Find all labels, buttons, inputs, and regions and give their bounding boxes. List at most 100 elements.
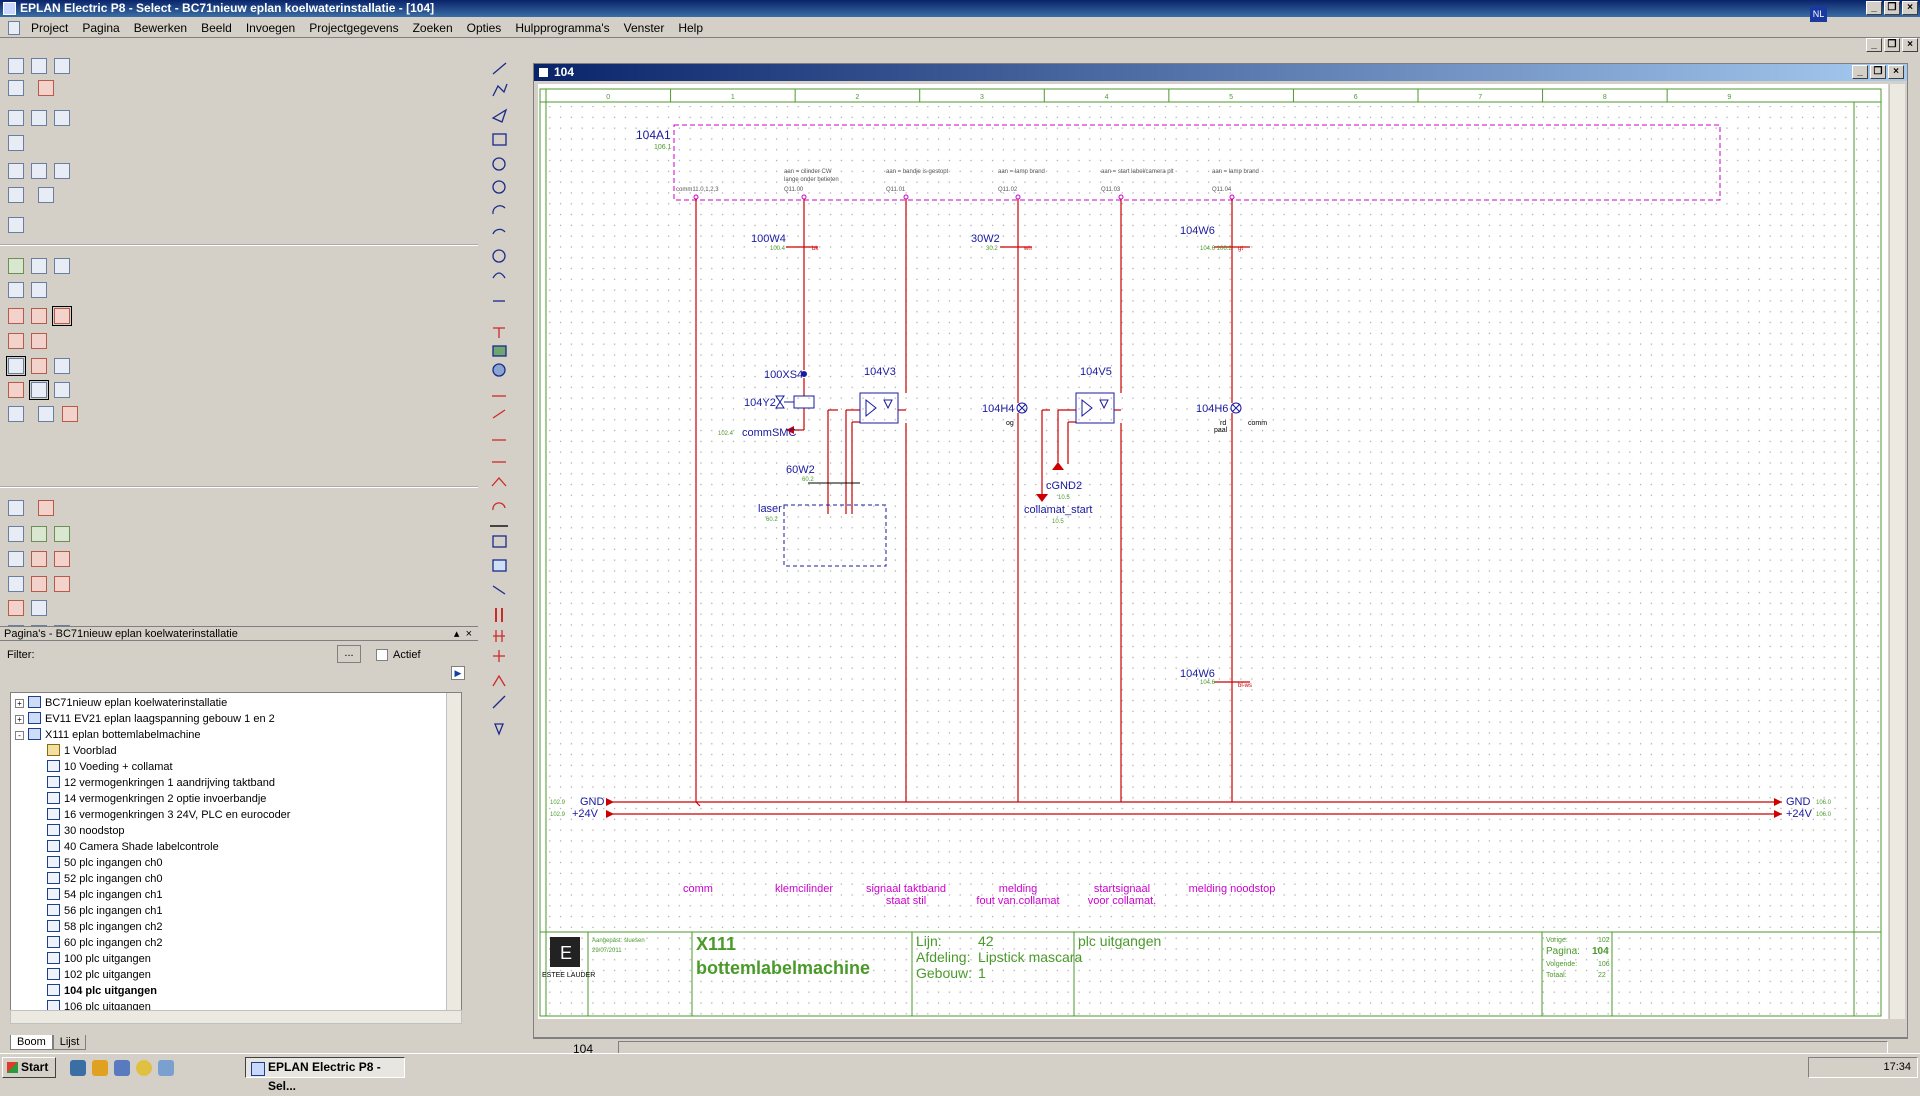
close-button[interactable]: ×	[1902, 1, 1918, 15]
tree-item[interactable]: +EV11 EV21 eplan laagspanning gebouw 1 e…	[15, 711, 275, 727]
undo-icon[interactable]	[8, 163, 24, 179]
minimize-button[interactable]: _	[1866, 1, 1882, 15]
terminal-icon[interactable]	[8, 551, 24, 567]
terminal-strip-icon[interactable]	[31, 551, 47, 567]
object-snap-icon[interactable]	[54, 358, 70, 374]
tab-lijst[interactable]: Lijst	[52, 1035, 87, 1050]
tree-item[interactable]: 12 vermogenkringen 1 aandrijving taktban…	[47, 775, 275, 791]
filter-browse-button[interactable]: ...	[337, 645, 361, 663]
macro-mode-icon[interactable]	[29, 380, 49, 400]
mdi-minimize-button[interactable]: _	[1866, 38, 1882, 52]
snap-to-grid-icon[interactable]	[31, 358, 47, 374]
redo-list-icon[interactable]	[8, 187, 24, 203]
tree-expander-icon[interactable]: +	[15, 715, 24, 724]
next-page-icon[interactable]	[31, 282, 47, 298]
menu-beeld[interactable]: Beeld	[201, 20, 232, 35]
quicklaunch-desktop-icon[interactable]	[114, 1060, 130, 1076]
link-icon[interactable]	[31, 600, 47, 616]
taskbar-eplan-button[interactable]: EPLAN Electric P8 - Sel...	[245, 1057, 405, 1093]
start-button[interactable]: Start	[2, 1057, 56, 1078]
page-navigator-icon[interactable]	[54, 58, 70, 74]
print-icon[interactable]	[8, 80, 24, 96]
language-indicator[interactable]: NL	[1810, 6, 1827, 22]
menu-project[interactable]: Project	[31, 20, 69, 35]
panel-close-icon[interactable]: ×	[465, 628, 472, 640]
active-checkbox[interactable]	[376, 649, 388, 661]
tree-horizontal-scrollbar[interactable]	[10, 1010, 462, 1024]
potential-icon[interactable]	[54, 576, 70, 592]
tools-icon[interactable]	[38, 80, 54, 96]
connection-icon[interactable]	[38, 406, 54, 422]
panel-menu-icon[interactable]: ▴	[453, 628, 460, 640]
menu-projectgegevens[interactable]: Projectgegevens	[309, 20, 399, 35]
input-mode-icon[interactable]	[8, 382, 24, 398]
plc-connection-icon[interactable]	[54, 526, 70, 542]
quicklaunch-media-icon[interactable]	[136, 1060, 152, 1076]
device-icon[interactable]	[62, 406, 78, 422]
menu-bewerken[interactable]: Bewerken	[133, 20, 188, 35]
symbol-mode-icon[interactable]	[54, 382, 70, 398]
restore-button[interactable]: ❐	[1884, 1, 1900, 15]
menu-invoegen[interactable]: Invoegen	[245, 20, 296, 35]
cut-icon[interactable]	[8, 110, 24, 126]
zoom-window-icon[interactable]	[8, 258, 24, 274]
grid-e-icon[interactable]	[31, 333, 47, 349]
menu-opties[interactable]: Opties	[466, 20, 502, 35]
doc-close-button[interactable]: ×	[1888, 65, 1904, 79]
properties-icon[interactable]	[38, 187, 54, 203]
tree-item[interactable]: 10 Voeding + collamat	[47, 759, 173, 775]
open-project-icon[interactable]	[31, 58, 47, 74]
tree-item[interactable]: 40 Camera Shade labelcontrole	[47, 839, 219, 855]
zoom-out-icon[interactable]	[54, 258, 70, 274]
tree-item[interactable]: 102 plc uitgangen	[47, 967, 151, 983]
grid-toggle-icon[interactable]	[6, 356, 26, 376]
tree-item[interactable]: 50 plc ingangen ch0	[47, 855, 162, 871]
quicklaunch-ie-icon[interactable]	[70, 1060, 86, 1076]
menu-venster[interactable]: Venster	[623, 20, 665, 35]
mdi-close-button[interactable]: ×	[1902, 38, 1918, 52]
tree-item[interactable]: 58 plc ingangen ch2	[47, 919, 162, 935]
monitor-icon[interactable]	[8, 217, 24, 233]
cable-icon[interactable]	[54, 551, 70, 567]
symbol-insert-icon[interactable]	[8, 500, 24, 516]
tree-item[interactable]: 54 plc ingangen ch1	[47, 887, 162, 903]
tree-item[interactable]: 1 Voorblad	[47, 743, 117, 759]
mdi-restore-button[interactable]: ❐	[1884, 38, 1900, 52]
tree-expander-icon[interactable]: -	[15, 731, 24, 740]
delete-icon[interactable]	[8, 135, 24, 151]
copy-icon[interactable]	[31, 110, 47, 126]
document-vertical-scrollbar[interactable]	[1889, 84, 1905, 1019]
grid-d-icon[interactable]	[8, 333, 24, 349]
grid-c-icon[interactable]	[52, 306, 72, 326]
tree-item[interactable]: 30 noodstop	[47, 823, 125, 839]
box-insert-icon[interactable]	[8, 526, 24, 542]
paste-icon[interactable]	[54, 110, 70, 126]
undo-list-icon[interactable]	[31, 163, 47, 179]
quicklaunch-app-icon[interactable]	[158, 1060, 174, 1076]
grid-a-icon[interactable]	[8, 308, 24, 324]
tree-item[interactable]: 52 plc ingangen ch0	[47, 871, 162, 887]
tree-item[interactable]: 100 plc uitgangen	[47, 951, 151, 967]
tree-vertical-scrollbar[interactable]	[446, 693, 461, 1012]
new-project-icon[interactable]	[8, 58, 24, 74]
tree-item[interactable]: -X111 eplan bottemlabelmachine	[15, 727, 201, 743]
tree-item[interactable]: 16 vermogenkringen 3 24V, PLC en eurocod…	[47, 807, 290, 823]
tree-item[interactable]: 56 plc ingangen ch1	[47, 903, 162, 919]
menu-hulpprogrammas[interactable]: Hulpprogramma's	[515, 20, 610, 35]
tree-item[interactable]: 60 plc ingangen ch2	[47, 935, 162, 951]
tab-boom[interactable]: Boom	[10, 1035, 53, 1050]
plug-icon[interactable]	[8, 576, 24, 592]
doc-minimize-button[interactable]: _	[1852, 65, 1868, 79]
grid-b-icon[interactable]	[31, 308, 47, 324]
interruption-point-icon[interactable]	[8, 600, 24, 616]
measure-icon[interactable]	[8, 406, 24, 422]
macro-insert-icon[interactable]	[38, 500, 54, 516]
previous-page-icon[interactable]	[8, 282, 24, 298]
menu-zoeken[interactable]: Zoeken	[412, 20, 453, 35]
plc-box-icon[interactable]	[31, 526, 47, 542]
quicklaunch-explorer-icon[interactable]	[92, 1060, 108, 1076]
apply-filter-icon[interactable]: ▶	[451, 666, 465, 680]
menu-help[interactable]: Help	[678, 20, 704, 35]
redo-icon[interactable]	[54, 163, 70, 179]
